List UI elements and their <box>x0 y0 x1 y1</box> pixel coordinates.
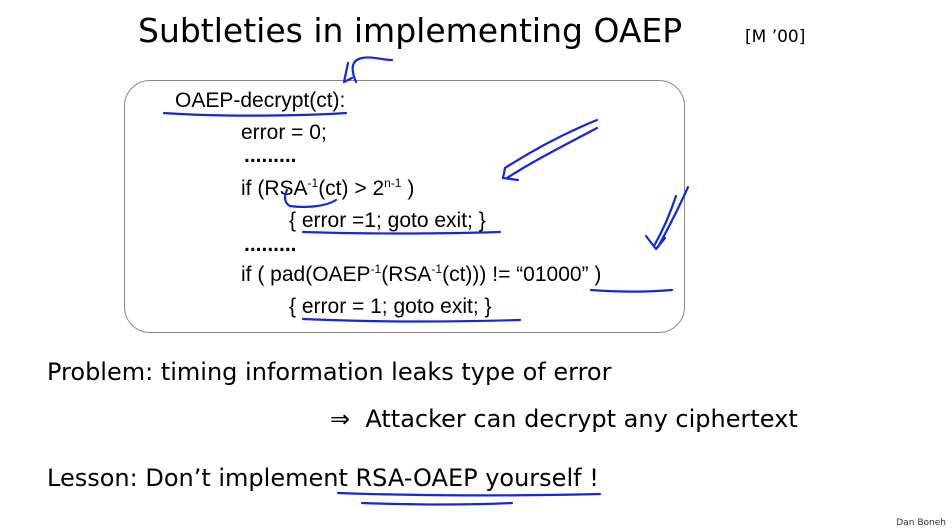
code-line-signature: OAEP-decrypt(ct): <box>175 88 345 114</box>
error-goto-2: error = 1; goto exit <box>301 295 473 318</box>
lesson-statement: Lesson: Don’t implement RSA-OAEP yoursel… <box>47 464 599 492</box>
code-line-if-2: if ( pad(OAEP-1(RSA-1(ct))) != “01000” ) <box>241 262 602 286</box>
code-ellipsis-1: ......... <box>244 144 297 167</box>
consequence-text: Attacker can decrypt any ciphertext <box>365 405 798 433</box>
annotation-underline-rsa-oaep <box>336 491 602 497</box>
problem-statement: Problem: timing information leaks type o… <box>47 358 612 386</box>
padding-value: “01000” <box>516 263 589 286</box>
implies-icon: ⇒ <box>330 405 351 433</box>
citation: [M ’00] <box>745 27 806 47</box>
slide-title: Subtleties in implementing OAEP <box>138 11 683 50</box>
annotation-arrow-top <box>342 56 394 84</box>
error-goto-1: error =1; goto exit <box>301 209 468 232</box>
annotation-underline-rsa-oaep-2 <box>360 501 514 506</box>
code-line-block-1: { error =1; goto exit; } <box>289 209 486 232</box>
code-line-if-1: if (RSA-1(ct) > 2n-1 ) <box>241 176 415 200</box>
rsa-inverse: RSA <box>264 177 308 200</box>
function-args: (ct): <box>309 89 346 112</box>
author-credit: Dan Boneh <box>896 518 946 528</box>
code-line-block-2: { error = 1; goto exit; } <box>289 295 492 318</box>
code-line-error-init: error = 0; <box>241 121 327 144</box>
consequence-line: ⇒ Attacker can decrypt any ciphertext <box>330 404 798 434</box>
function-name: OAEP-decrypt <box>175 89 310 112</box>
code-ellipsis-2: ......... <box>244 233 297 256</box>
